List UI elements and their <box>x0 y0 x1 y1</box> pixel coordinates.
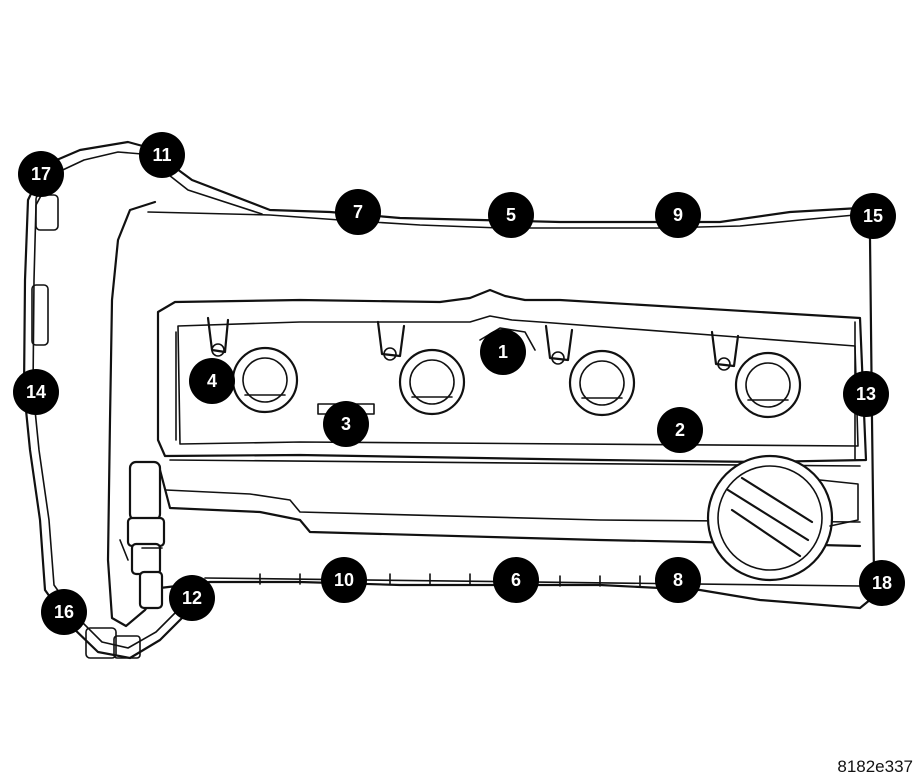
callout-13: 13 <box>843 371 889 417</box>
callout-circle <box>657 407 703 453</box>
plug-well-4 <box>710 330 802 419</box>
callout-17: 17 <box>18 151 64 197</box>
callout-label: 3 <box>341 414 351 434</box>
pcv-tube <box>126 460 166 610</box>
callout-6: 6 <box>493 557 539 603</box>
callout-16: 16 <box>41 589 87 635</box>
callout-circle <box>335 189 381 235</box>
callout-circle <box>655 192 701 238</box>
callout-5: 5 <box>488 192 534 238</box>
callout-circle <box>139 132 185 178</box>
callout-circle <box>850 193 896 239</box>
callout-11: 11 <box>139 132 185 178</box>
callout-circle <box>321 557 367 603</box>
plug-well-3 <box>544 324 636 417</box>
callout-label: 18 <box>872 573 892 593</box>
callout-circle <box>488 192 534 238</box>
callout-label: 10 <box>334 570 354 590</box>
callout-14: 14 <box>13 369 59 415</box>
callout-1: 1 <box>480 329 526 375</box>
callout-label: 15 <box>863 206 883 226</box>
callout-12: 12 <box>169 575 215 621</box>
callout-10: 10 <box>321 557 367 603</box>
callout-label: 8 <box>673 570 683 590</box>
callout-label: 17 <box>31 164 51 184</box>
callout-label: 9 <box>673 205 683 225</box>
callout-7: 7 <box>335 189 381 235</box>
callout-18: 18 <box>859 560 905 606</box>
callout-3: 3 <box>323 401 369 447</box>
callout-circle <box>169 575 215 621</box>
callout-circle <box>843 371 889 417</box>
callout-circle <box>859 560 905 606</box>
callout-circle <box>18 151 64 197</box>
callout-label: 16 <box>54 602 74 622</box>
callout-circle <box>655 557 701 603</box>
callout-8: 8 <box>655 557 701 603</box>
callout-label: 6 <box>511 570 521 590</box>
callout-label: 11 <box>152 145 171 165</box>
callout-circle <box>189 358 235 404</box>
callout-circle <box>480 329 526 375</box>
oil-filler-cap <box>706 454 859 582</box>
callout-9: 9 <box>655 192 701 238</box>
callout-circle <box>13 369 59 415</box>
callout-label: 12 <box>182 588 202 608</box>
callout-label: 13 <box>856 384 876 404</box>
callout-circle <box>493 557 539 603</box>
spark-plug-wells <box>206 316 802 419</box>
gasket-outline <box>22 140 187 660</box>
callout-label: 4 <box>207 371 217 391</box>
callout-label: 7 <box>353 202 363 222</box>
callout-label: 2 <box>675 420 685 440</box>
callout-label: 14 <box>26 382 46 402</box>
figure-id: 8182e337 <box>837 757 913 776</box>
plug-well-2 <box>376 320 466 416</box>
callout-circle <box>41 589 87 635</box>
callout-2: 2 <box>657 407 703 453</box>
callout-circle <box>323 401 369 447</box>
callout-15: 15 <box>850 193 896 239</box>
callout-label: 1 <box>498 342 508 362</box>
callout-label: 5 <box>506 205 516 225</box>
callout-4: 4 <box>189 358 235 404</box>
